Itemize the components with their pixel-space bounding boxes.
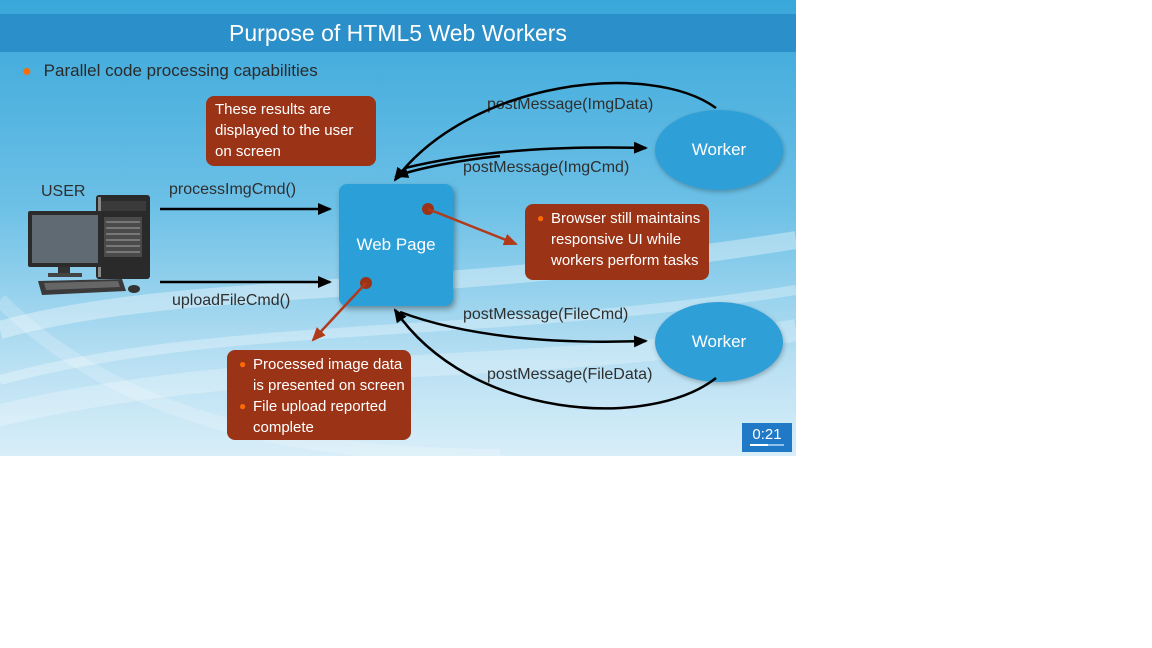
callout-item: ● File upload reported complete (237, 396, 407, 438)
callout-processed-text: Processed image data is presented on scr… (253, 356, 405, 394)
worker-label: Worker (691, 332, 747, 351)
timer-text: 0:21 (752, 426, 782, 443)
user-label: USER (41, 183, 86, 200)
bullet-parallel-processing: ● Parallel code processing capabilities (22, 61, 318, 81)
pointer-line-processed (311, 282, 367, 342)
title-bar: Purpose of HTML5 Web Workers (0, 14, 796, 52)
arrow-layer (160, 81, 717, 410)
timer-badge: 0:21 (742, 423, 792, 452)
slide-title: Purpose of HTML5 Web Workers (229, 20, 567, 46)
bullet-dot-icon: ● (537, 211, 545, 225)
timer-progress-bar (750, 444, 784, 446)
msg-file-cmd-label: postMessage(FileCmd) (463, 306, 629, 323)
callout-browser-text: Browser still maintains responsive UI wh… (551, 210, 701, 269)
web-page-label: Web Page (356, 235, 436, 254)
callout-upload-text: File upload reported complete (253, 398, 387, 436)
arrow-img-cmd-start (394, 154, 501, 178)
slide: Purpose of HTML5 Web Workers ● Parallel c… (0, 0, 796, 456)
callout-item: ● Browser still maintains responsive UI w… (535, 208, 703, 271)
bullet-dot-icon: ● (239, 357, 247, 371)
upload-file-cmd-label: uploadFileCmd() (172, 292, 291, 309)
desktop-computer-icon (28, 195, 150, 295)
callout-results-text: These results are displayed to the user … (215, 101, 354, 160)
msg-file-data-label: postMessage(FileData) (487, 366, 653, 383)
arrow-img-data (393, 81, 717, 182)
msg-img-cmd-label: postMessage(ImgCmd) (463, 159, 630, 176)
callout-responsive-ui: ● Browser still maintains responsive UI w… (525, 204, 709, 280)
arrow-file-cmd (399, 310, 648, 348)
callout-results-displayed: These results are displayed to the user … (206, 96, 376, 166)
callout-item: ● Processed image data is presented on sc… (237, 354, 407, 396)
worker-label: Worker (691, 140, 747, 159)
bullet-dot-icon: ● (239, 399, 247, 413)
process-img-cmd-label: processImgCmd() (169, 181, 297, 198)
pointer-line-browser (427, 207, 518, 246)
bullet-text: Parallel code processing capabilities (43, 61, 318, 80)
worker-node-bottom: Worker (655, 302, 783, 382)
worker-node-top: Worker (655, 110, 783, 190)
arrow-img-cmd (404, 141, 648, 170)
bullet-dot-icon: ● (22, 63, 32, 80)
msg-img-data-label: postMessage(ImgData) (487, 96, 654, 113)
arrow-file-data (393, 308, 717, 410)
web-page-node: Web Page (339, 184, 453, 306)
callout-processed-results: ● Processed image data is presented on sc… (227, 350, 411, 440)
